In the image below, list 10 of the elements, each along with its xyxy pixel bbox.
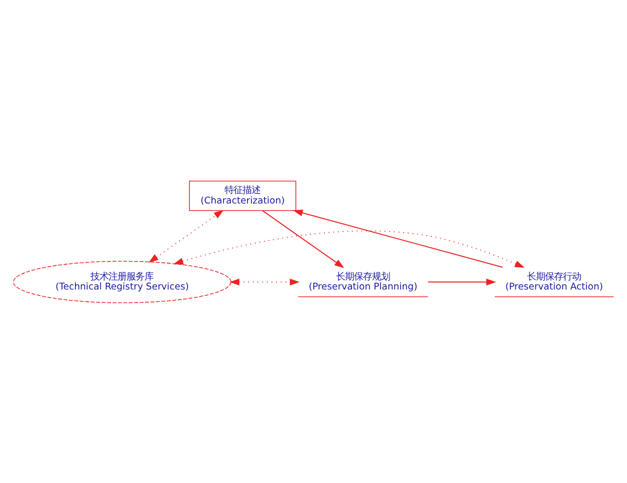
arrow [262, 210, 344, 268]
arrow [230, 278, 300, 285]
node-text: 长期保存行动 (Preservation Action) [505, 270, 604, 292]
arrow [173, 230, 525, 268]
node-ellipse: 技术注册服务库 (Technical Registry Services) [13, 260, 232, 303]
arrow [428, 278, 496, 285]
arrow [148, 209, 224, 262]
node-box: 特征描述 (Characterization) [189, 180, 296, 211]
arrow [292, 209, 503, 268]
node-text: 长期保存规划 (Preservation Planning) [308, 270, 418, 292]
